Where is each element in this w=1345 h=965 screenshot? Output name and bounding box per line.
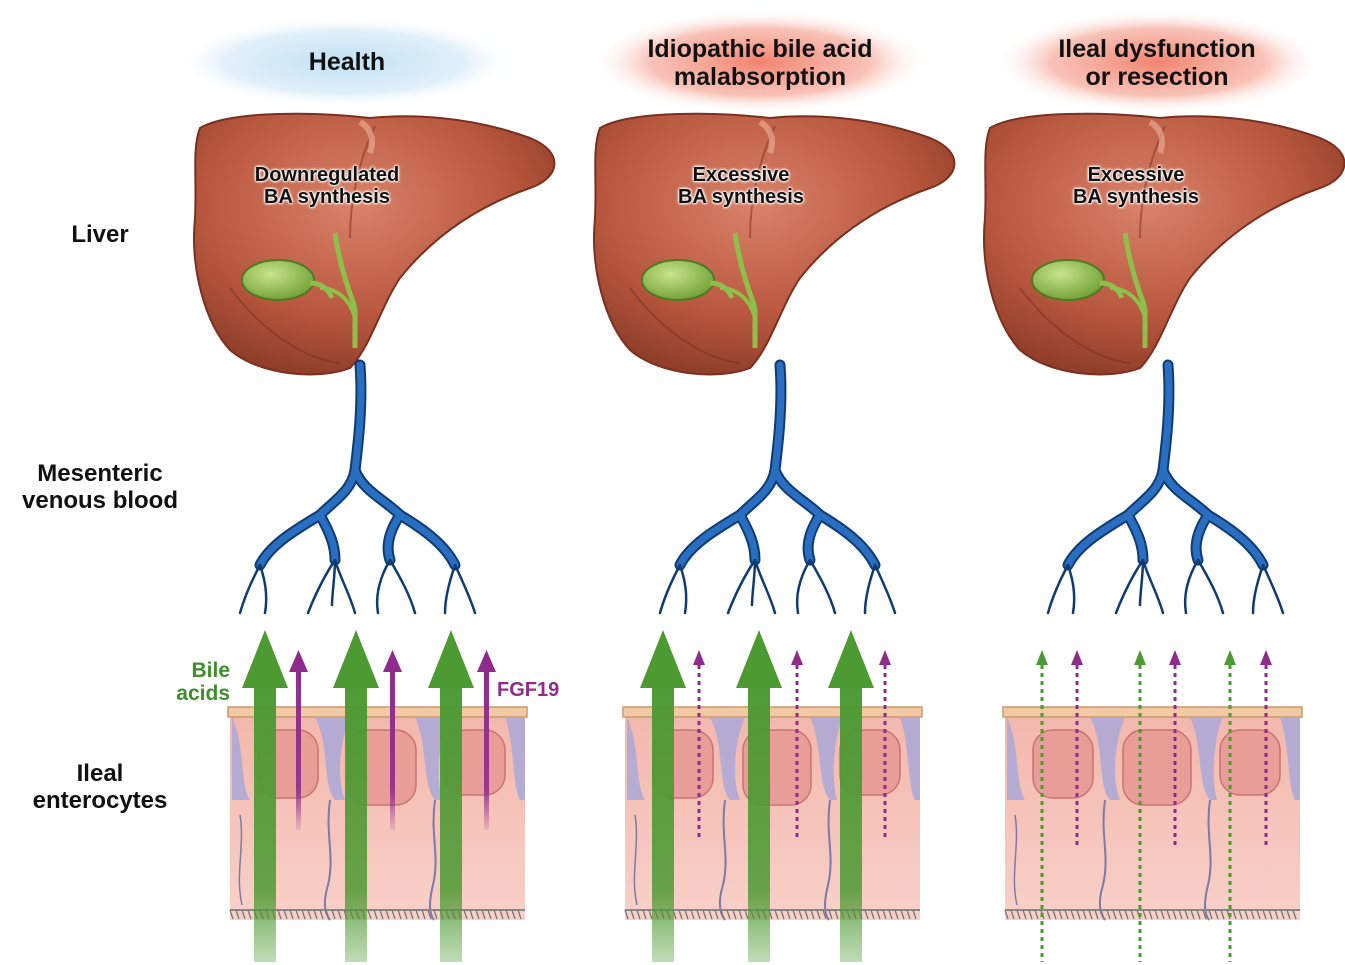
fgf19-arrowhead xyxy=(791,650,803,665)
bile-acids-label: Bile acids xyxy=(140,659,230,705)
fgf19-arrowhead xyxy=(1169,650,1181,665)
column-title-ileal: Ileal dysfunction or resection xyxy=(992,35,1322,91)
fgf19-arrowhead xyxy=(1260,650,1272,665)
row-label-blood: Mesenteric venous blood xyxy=(0,460,200,514)
fgf19-arrowhead xyxy=(693,650,705,665)
liver-ibam xyxy=(594,114,954,375)
column-title-ibam: Idiopathic bile acid malabsorption xyxy=(595,35,925,91)
bile-acid-arrowhead xyxy=(1224,650,1236,665)
column-title-health: Health xyxy=(182,48,512,76)
fgf19-arrowhead xyxy=(1071,650,1083,665)
liver-annotation-ibam: Excessive BA synthesis xyxy=(631,164,851,208)
vein-ileal xyxy=(1048,365,1283,613)
vein-ibam xyxy=(660,365,895,613)
fgf19-arrowhead xyxy=(879,650,891,665)
row-label-liver: Liver xyxy=(0,221,200,248)
liver-ileal xyxy=(984,114,1344,375)
liver-annotation-ileal: Excessive BA synthesis xyxy=(1026,164,1246,208)
enterocytes-ileal xyxy=(1003,707,1302,920)
liver-health xyxy=(194,114,554,375)
bile-acid-arrowhead xyxy=(1036,650,1048,665)
bile-acid-arrowhead xyxy=(1134,650,1146,665)
fgf19-label: FGF19 xyxy=(497,677,597,704)
liver-annotation-health: Downregulated BA synthesis xyxy=(217,164,437,208)
vein-health xyxy=(240,365,475,613)
row-label-enterocytes: Ileal enterocytes xyxy=(0,760,200,814)
